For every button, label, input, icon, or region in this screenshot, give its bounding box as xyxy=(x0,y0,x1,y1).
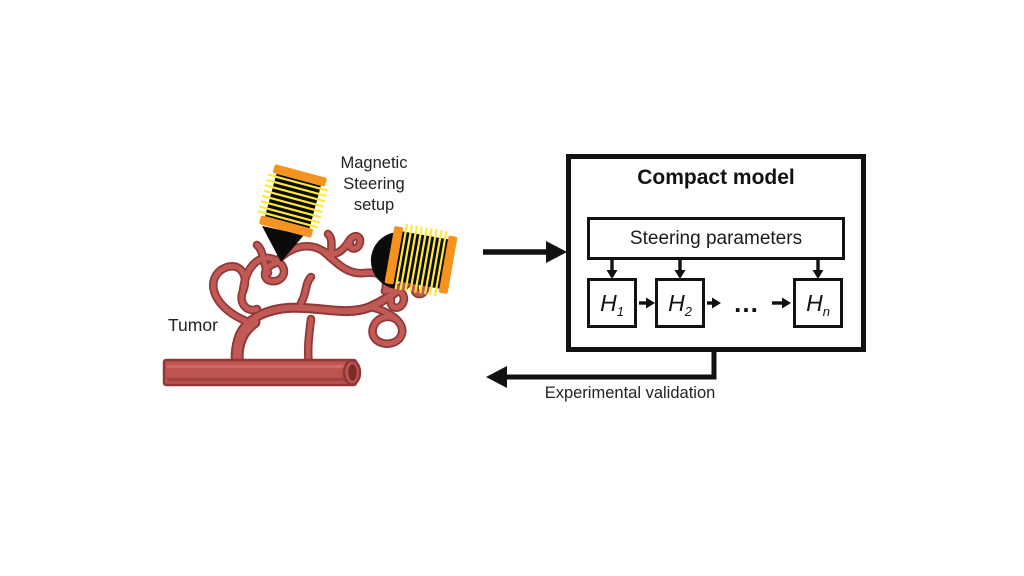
coil-side-icon xyxy=(384,223,458,297)
magnetic-steering-label: Magnetic Steering setup xyxy=(340,154,408,214)
param-arrows xyxy=(606,260,824,279)
compact-model-title: Compact model xyxy=(637,166,795,189)
h1-block: H1 xyxy=(587,278,637,328)
ellipsis: … xyxy=(733,287,761,318)
h2-block: H2 xyxy=(655,278,705,328)
compact-model-box xyxy=(566,154,866,352)
h2-label: H2 xyxy=(668,289,692,319)
experimental-validation-label: Experimental validation xyxy=(544,384,716,402)
pole-tip-icon xyxy=(262,226,304,262)
hn-block: Hn xyxy=(793,278,843,328)
block-arrows xyxy=(639,297,791,309)
blood-vessel xyxy=(162,358,362,387)
tumor-label: Tumor xyxy=(168,315,218,335)
steering-parameters-label: Steering parameters xyxy=(629,227,803,249)
feedback-arrow xyxy=(486,352,717,388)
hn-label: Hn xyxy=(806,289,830,319)
h1-label: H1 xyxy=(600,289,624,319)
input-arrow xyxy=(483,241,567,263)
coil-top-icon xyxy=(257,164,329,238)
steering-parameters-box: Steering parameters xyxy=(587,217,845,260)
